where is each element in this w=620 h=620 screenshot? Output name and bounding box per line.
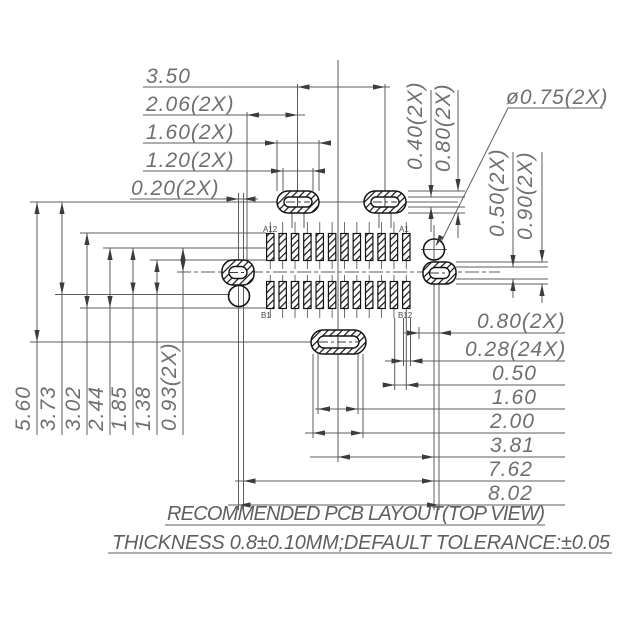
dim-label-2-44: 2.44 <box>85 386 108 432</box>
dim-label-0-20: 0.20(2X) <box>131 177 220 200</box>
pad-row-b <box>266 280 275 310</box>
dim-label-3-02: 3.02 <box>62 386 85 431</box>
pad-row-b <box>352 280 362 310</box>
hole-callout-label: ø0.75(2X) <box>506 86 608 109</box>
dim-label-1-38: 1.38 <box>132 386 155 431</box>
pad-row-b <box>377 280 386 310</box>
shield-pad-right-slot <box>428 266 451 280</box>
dim-label-1-60-right: 1.60 <box>492 386 537 409</box>
pad-row-b <box>402 280 411 310</box>
pad-row-a <box>315 232 325 262</box>
dimension-arrowheads <box>34 84 545 508</box>
dim-label-0-50-vert: 0.50(2X) <box>486 148 509 237</box>
pad-row-a <box>377 232 386 262</box>
dim-label-8-02: 8.02 <box>488 482 533 505</box>
leader-arrowhead <box>435 234 444 247</box>
pad-row-a <box>364 232 374 262</box>
pad-row-a <box>266 232 275 262</box>
dimension-labels: 3.50 2.06(2X) 1.60(2X) 1.20(2X) 0.20(2X)… <box>12 65 608 505</box>
pin-label-b12: B12 <box>398 311 413 320</box>
drawing-title: RECOMMENDED PCB LAYOUT(TOP VIEW) <box>167 503 545 525</box>
pad-row-b <box>303 280 312 310</box>
dimension-and-reference-lines <box>30 60 603 510</box>
dim-label-0-28: 0.28(24X) <box>465 338 566 361</box>
dim-label-3-50: 3.50 <box>146 65 191 88</box>
pad-row-b <box>340 280 349 310</box>
caption-block: RECOMMENDED PCB LAYOUT(TOP VIEW) THICKNE… <box>108 503 612 554</box>
dim-label-0-90-vert: 0.90(2X) <box>514 151 537 240</box>
pin-label-a1: A1 <box>399 225 409 234</box>
pad-row-a <box>402 232 411 262</box>
dim-label-7-62: 7.62 <box>488 458 533 481</box>
pad-row-a <box>352 232 362 262</box>
dim-label-2-06: 2.06(2X) <box>145 93 235 116</box>
dim-label-1-85: 1.85 <box>108 386 131 431</box>
dim-label-0-80-right: 0.80(2X) <box>477 310 566 333</box>
pad-row-a <box>389 232 399 262</box>
locating-hole-left <box>227 284 251 308</box>
pad-row-b <box>364 280 374 310</box>
dim-label-3-73: 3.73 <box>37 386 60 431</box>
pad-row-a <box>290 232 300 262</box>
dim-label-1-20: 1.20(2X) <box>146 149 235 172</box>
dim-label-0-80-vert: 0.80(2X) <box>432 83 455 172</box>
pad-row-a <box>340 232 349 262</box>
dim-label-0-50: 0.50 <box>492 362 537 385</box>
pad-row-a <box>327 232 337 262</box>
pad-row-b <box>389 280 399 310</box>
dim-label-0-40-vert: 0.40(2X) <box>404 81 427 170</box>
pin-label-b1: B1 <box>261 311 271 320</box>
pad-row-b <box>278 280 287 310</box>
dim-label-1-60: 1.60(2X) <box>146 121 235 144</box>
pad-centerlines <box>229 197 448 348</box>
pad-row-b <box>315 280 325 310</box>
dim-label-2-00: 2.00 <box>489 410 535 433</box>
pin-label-a12: A12 <box>263 225 278 234</box>
dim-label-3-81: 3.81 <box>490 434 535 457</box>
pad-row-b <box>327 280 337 310</box>
pad-row-a <box>303 232 312 262</box>
pad-row-a <box>278 232 287 262</box>
pad-row-b <box>290 280 300 310</box>
dim-label-0-93: 0.93(2X) <box>158 342 181 431</box>
tolerance-note: THICKNESS 0.8±0.10MM;DEFAULT TOLERANCE:±… <box>112 532 611 554</box>
locating-hole-right <box>422 238 446 261</box>
dim-label-5-60: 5.60 <box>12 386 35 431</box>
